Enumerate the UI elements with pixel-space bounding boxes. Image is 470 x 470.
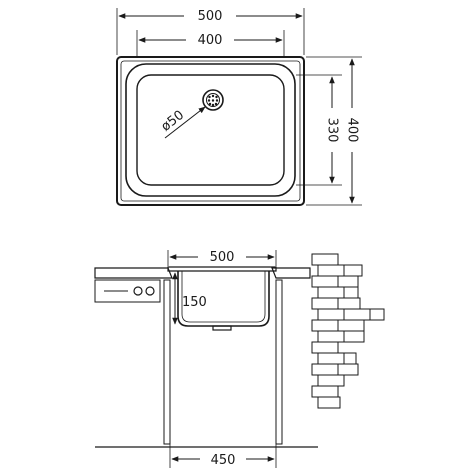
drain-diameter-leader [164, 106, 206, 139]
bowl-depth-label: 150 [182, 295, 207, 310]
section-view: 500 150 450 [94, 247, 385, 468]
sink-outer-rim [116, 56, 305, 206]
drain-diameter-label: ø50 [159, 108, 188, 135]
knob-icon [133, 286, 143, 296]
overall-width-label: 500 [198, 9, 223, 24]
drain-outlet-icon [212, 325, 232, 331]
brick-wall-icon [311, 253, 385, 409]
cabinet-side-right [275, 279, 283, 445]
overall-height-label: 400 [345, 118, 360, 143]
top-view: ø50 500 400 330 400 [116, 5, 362, 206]
sink-bowl-floor [136, 74, 285, 186]
drain-icon [202, 89, 224, 111]
countertop-left [94, 267, 173, 279]
knob-icon [145, 286, 155, 296]
sink-bowl-outline [125, 63, 296, 197]
sink-rim-inner [120, 60, 301, 202]
bowl-width-label: 400 [198, 33, 223, 48]
bowl-height-label: 330 [325, 118, 340, 143]
appliance-panel [94, 279, 161, 303]
section-top-width-label: 500 [210, 250, 235, 265]
countertop-right [271, 267, 311, 279]
sink-rim-section [167, 266, 277, 272]
cabinet-side-left [163, 279, 171, 445]
cabinet-width-label: 450 [211, 453, 236, 468]
